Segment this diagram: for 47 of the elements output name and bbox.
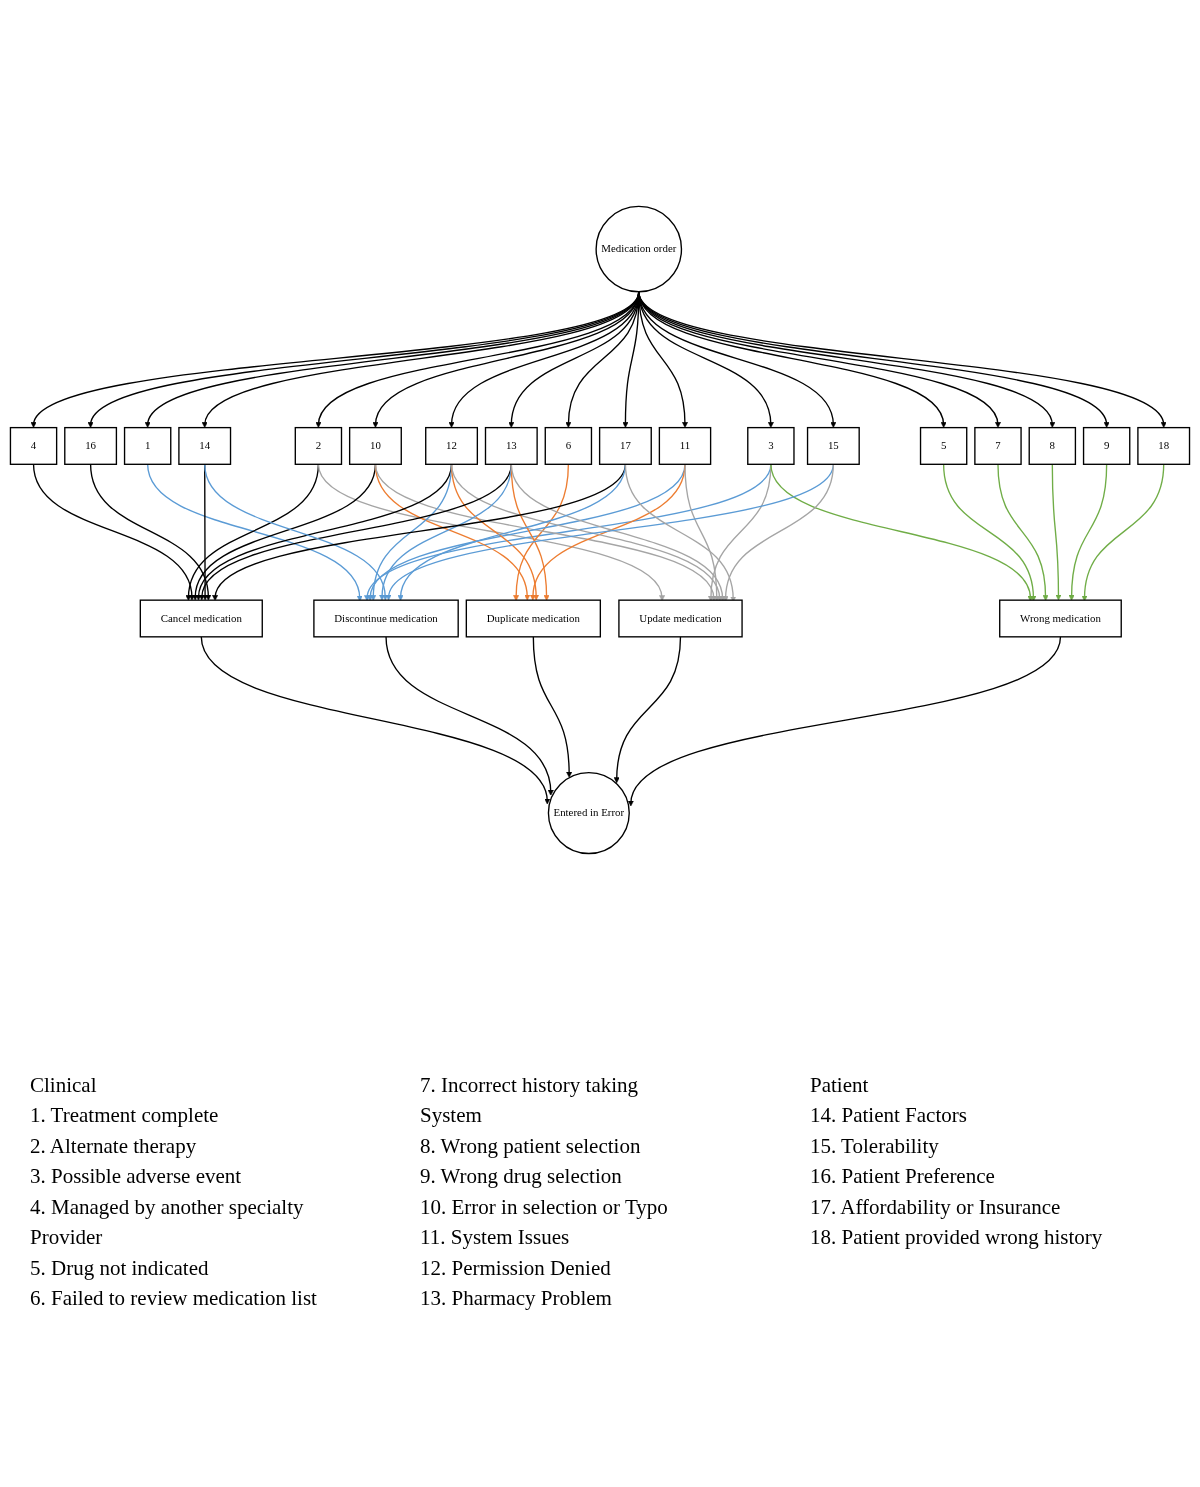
legend-text: 4. Managed by another specialty [30,1193,305,1221]
process-box: 11 [658,426,712,465]
legend-text: 1. Treatment complete [30,1102,220,1130]
legend-text: 2. Alternate therapy [30,1132,198,1160]
legend-text: 8. Wrong patient selection [420,1132,642,1160]
process-box: 4 [9,426,58,465]
process-box: Update medication [618,599,743,638]
legend-text: 7. Incorrect history taking [420,1072,640,1099]
legend-text: 13. Pharmacy Problem [420,1285,613,1313]
process-box: 1 [123,426,172,465]
process-box: 8 [1028,426,1077,465]
process-box: 12 [425,426,479,465]
legend-text: 17. Affordability or Insurance [810,1193,1062,1221]
process-box: 16 [64,426,118,465]
process-box: 18 [1137,426,1191,465]
legend-text: 12. Permission Denied [420,1254,612,1282]
process-box: 15 [806,426,860,465]
legend-text: 6. Failed to review medication list [30,1285,318,1313]
legend-text: 14. Patient Factors [810,1102,968,1130]
legend-text: 18. Patient provided wrong history [810,1224,1104,1252]
process-box: 17 [598,426,652,465]
legend-text: 10. Error in selection or Typo [420,1193,669,1221]
process-box: 9 [1082,426,1131,465]
legend-text: 5. Drug not indicated [30,1254,210,1282]
process-box: 3 [747,426,795,465]
circle-node: Medication order [595,205,683,293]
legend-text: 11. System Issues [420,1224,571,1252]
process-box: 14 [178,426,232,465]
legend-text: Clinical [30,1072,98,1099]
process-box: Duplicate medication [465,599,602,638]
legend-text: System [420,1102,483,1130]
process-box: 6 [544,426,593,465]
legend-text: 9. Wrong drug selection [420,1163,623,1191]
process-box: Wrong medication [999,599,1122,638]
process-box: 13 [484,426,538,465]
process-box: 5 [919,426,968,465]
process-box: Cancel medication [139,599,263,638]
legend-text: Provider [30,1224,104,1252]
process-box: 2 [294,426,343,465]
process-box: 7 [974,426,1022,465]
legend-text: 15. Tolerability [810,1132,940,1160]
circle-node: Entered in Error [547,772,630,855]
legend-text: 16. Patient Preference [810,1163,996,1191]
legend-text: 3. Possible adverse event [30,1163,243,1191]
process-box: 10 [349,426,402,465]
legend-text: Patient [810,1072,870,1099]
process-box: Discontinue medication [313,599,459,638]
